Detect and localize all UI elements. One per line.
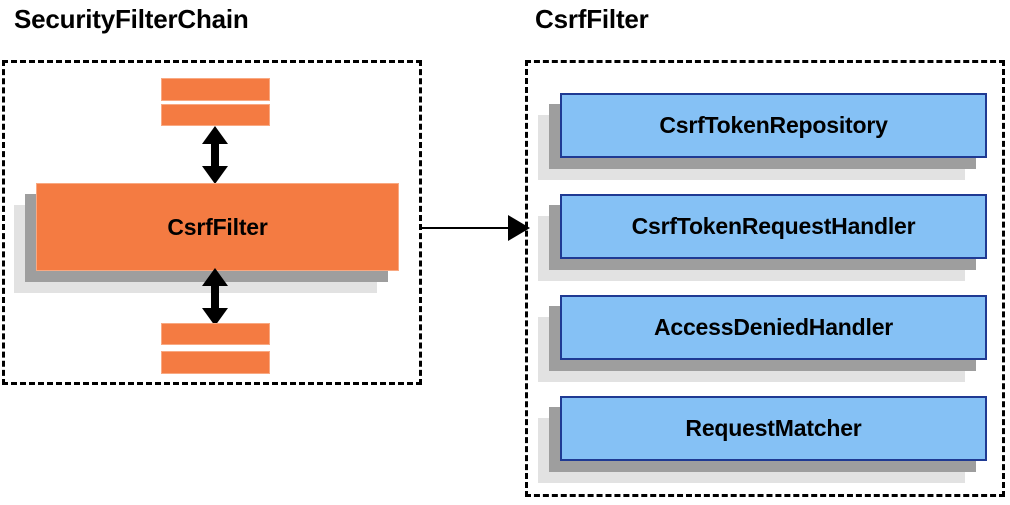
node-face: CsrfTokenRepository — [560, 93, 987, 158]
node-face: AccessDeniedHandler — [560, 295, 987, 360]
arrow-head-up-icon — [202, 126, 228, 144]
arrow-head-right-icon — [508, 215, 530, 241]
node-label: AccessDeniedHandler — [653, 314, 894, 340]
page-title-csrffilter: CsrfFilter — [535, 4, 649, 34]
arrow-shaft — [211, 142, 219, 168]
security-filter-chain-container — [2, 60, 422, 385]
node-requestmatcher[interactable]: RequestMatcher — [538, 396, 987, 483]
node-face: CsrfTokenRequestHandler — [560, 194, 987, 259]
filter-bar-above-1 — [161, 78, 270, 101]
filter-bar-above-2 — [161, 104, 270, 126]
node-csrffilter[interactable]: CsrfFilter — [14, 183, 399, 293]
node-csrftokenrepository[interactable]: CsrfTokenRepository — [538, 93, 987, 180]
page-title-security-filter-chain: SecurityFilterChain — [14, 4, 249, 34]
arrow-head-down-icon — [202, 308, 228, 326]
arrow-head-up-icon — [202, 268, 228, 286]
node-label: CsrfFilter — [167, 213, 268, 240]
arrow-shaft — [422, 227, 512, 229]
arrow-shaft — [211, 284, 219, 310]
node-accessdeniedhandler[interactable]: AccessDeniedHandler — [538, 295, 987, 382]
node-label: CsrfTokenRequestHandler — [631, 213, 916, 239]
filter-bar-below-2 — [161, 351, 270, 374]
csrffilter-container — [525, 60, 1005, 497]
filter-bar-below-1 — [161, 323, 270, 345]
node-label: CsrfTokenRepository — [659, 112, 888, 138]
arrow-head-down-icon — [202, 166, 228, 184]
node-csrftokenrequesthandler[interactable]: CsrfTokenRequestHandler — [538, 194, 987, 281]
node-label: RequestMatcher — [685, 415, 862, 441]
node-face: CsrfFilter — [36, 183, 399, 271]
node-face: RequestMatcher — [560, 396, 987, 461]
